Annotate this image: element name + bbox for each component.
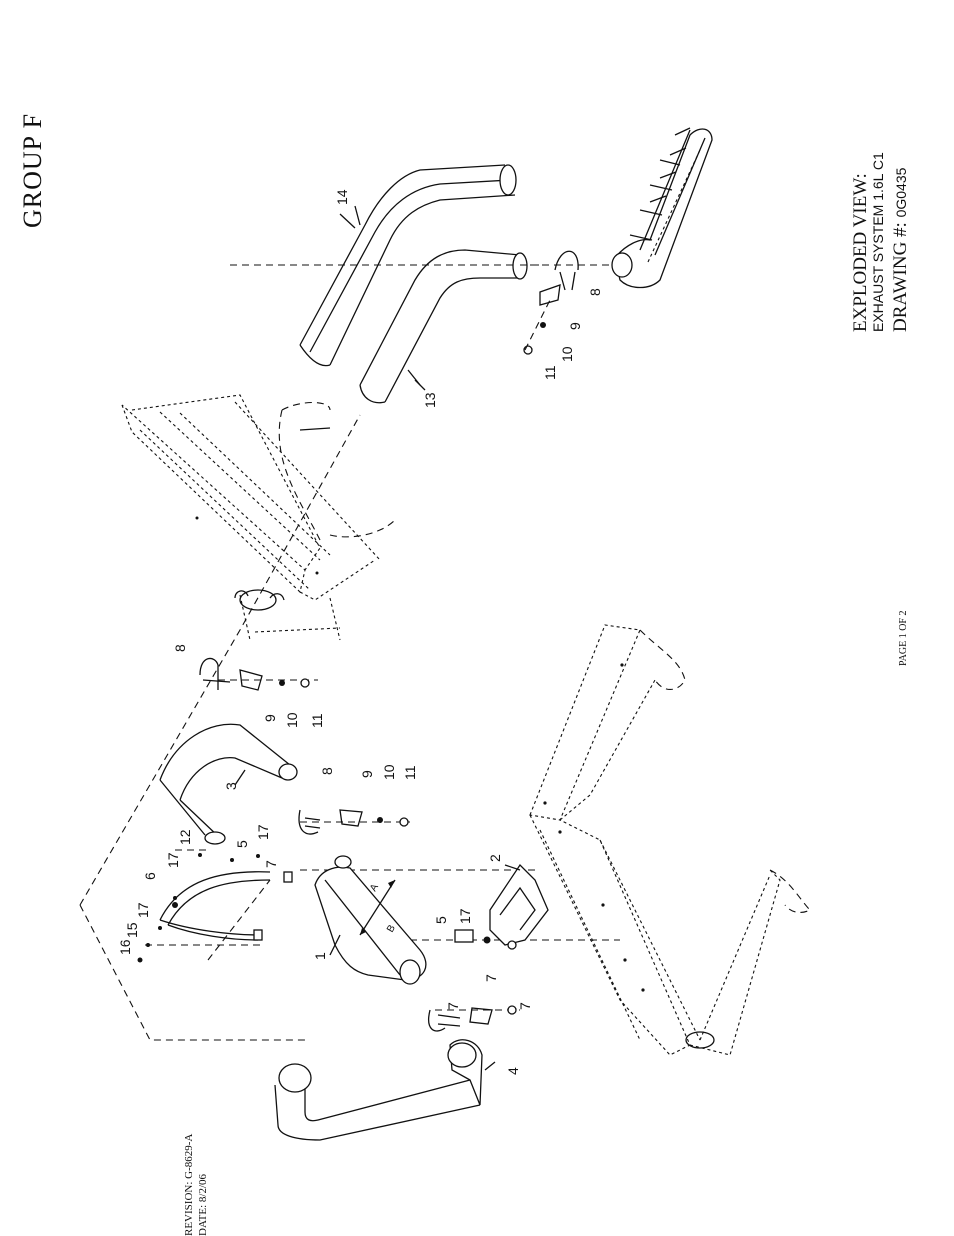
callout-17-strap-left: 17 <box>135 902 151 918</box>
callout-10-upper-right: 10 <box>559 346 575 362</box>
callout-2: 2 <box>487 854 503 862</box>
clamp-set-lower <box>428 1005 517 1032</box>
exhaust-manifold <box>611 127 713 289</box>
callout-7-ubolt: 7 <box>445 1002 461 1010</box>
callout-16: 16 <box>117 939 133 955</box>
hanger-straps <box>137 853 293 963</box>
callout-1: 1 <box>312 952 328 960</box>
callout-6: 6 <box>142 872 158 880</box>
callout-12: 12 <box>177 829 193 845</box>
pipe-13 <box>359 249 528 404</box>
callout-9-upper-right: 9 <box>567 322 583 330</box>
callout-17-strap-top: 17 <box>165 852 181 868</box>
callout-3: 3 <box>223 782 239 790</box>
callout-10-upper-left: 10 <box>284 712 300 728</box>
callout-15: 15 <box>124 922 140 938</box>
pipe-3 <box>159 723 298 845</box>
callout-8-upper-right: 8 <box>587 288 603 296</box>
callout-13: 13 <box>422 392 438 408</box>
callouts: 1 2 3 4 5 5 6 7 7 7 7 8 8 8 9 9 9 10 10 … <box>117 189 603 1075</box>
callout-7-strap: 7 <box>263 860 279 868</box>
muffler-arrow-b: B <box>385 923 398 935</box>
callout-14: 14 <box>334 189 350 205</box>
callout-5-lower: 5 <box>433 916 449 924</box>
callout-5-upper: 5 <box>234 840 250 848</box>
pipe-4 <box>274 1039 483 1141</box>
callout-11-upper-right: 11 <box>542 365 558 380</box>
callout-7-nut: 7 <box>517 1002 533 1010</box>
pipe-14 <box>299 164 517 367</box>
callout-10-middle: 10 <box>381 764 397 780</box>
callout-7-saddle: 7 <box>483 974 499 982</box>
callout-17-bracket: 17 <box>457 908 473 924</box>
lower-frame <box>529 624 811 1056</box>
callout-8-upper-left: 8 <box>172 644 188 652</box>
clamp-set-upper-right <box>520 250 579 355</box>
callout-17-strap-right: 17 <box>255 824 271 840</box>
clamp-set-upper-left <box>199 657 310 691</box>
callout-4: 4 <box>505 1067 521 1075</box>
muffler <box>314 855 427 985</box>
callout-8-middle: 8 <box>319 767 335 775</box>
callout-9-upper-left: 9 <box>262 714 278 722</box>
leader-lines <box>234 205 521 1071</box>
bracket <box>454 863 549 950</box>
callout-11-upper-left: 11 <box>309 713 325 728</box>
callout-9-middle: 9 <box>359 770 375 778</box>
upper-frame-crossmember <box>121 394 396 641</box>
callout-11-middle: 11 <box>402 765 418 780</box>
muffler-arrow-a: A <box>368 882 381 894</box>
clamp-set-middle <box>298 809 409 835</box>
